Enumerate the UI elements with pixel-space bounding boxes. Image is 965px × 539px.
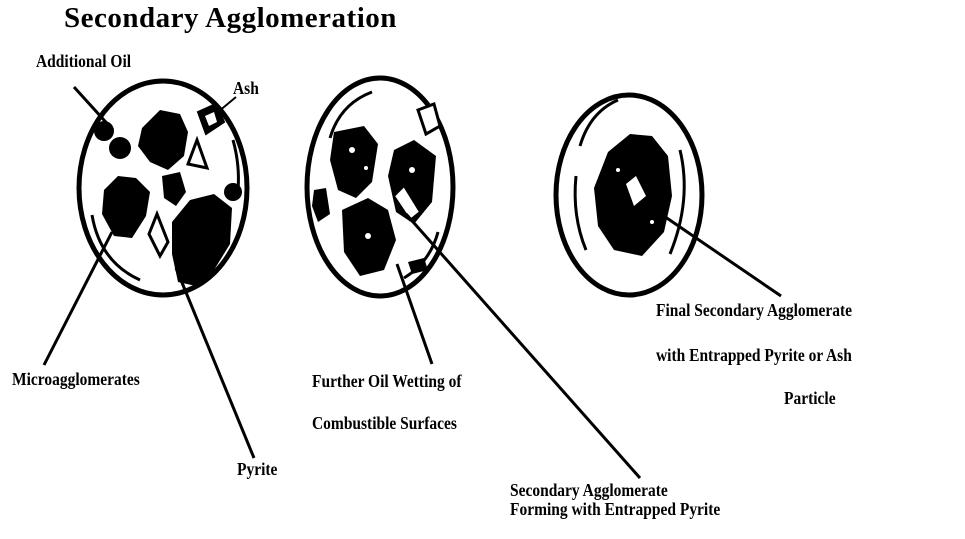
label-final-3: Particle (784, 389, 836, 409)
label-final-1: Final Secondary Agglomerate (656, 301, 852, 321)
pointer-microagglomerates (44, 232, 112, 365)
label-additional-oil: Additional Oil (36, 52, 131, 72)
stage-3-droplet (556, 95, 702, 295)
label-final-2: with Entrapped Pyrite or Ash (656, 346, 852, 366)
stage-2-droplet (307, 78, 453, 296)
stage-1-droplet (79, 81, 247, 295)
label-secondary-forming-2: Forming with Entrapped Pyrite (510, 500, 720, 520)
pointer-further-oil (397, 264, 432, 364)
label-ash: Ash (233, 79, 259, 99)
label-pyrite: Pyrite (237, 460, 277, 480)
pointer-ash (218, 97, 236, 112)
pointer-pyrite (176, 268, 254, 458)
label-secondary-forming-1: Secondary Agglomerate (510, 481, 668, 501)
label-further-oil-2: Combustible Surfaces (312, 414, 457, 434)
label-further-oil-1: Further Oil Wetting of (312, 372, 461, 392)
label-microagglomerates: Microagglomerates (12, 370, 140, 390)
pointer-secondary-forming (406, 214, 640, 478)
pointer-final (658, 212, 781, 296)
